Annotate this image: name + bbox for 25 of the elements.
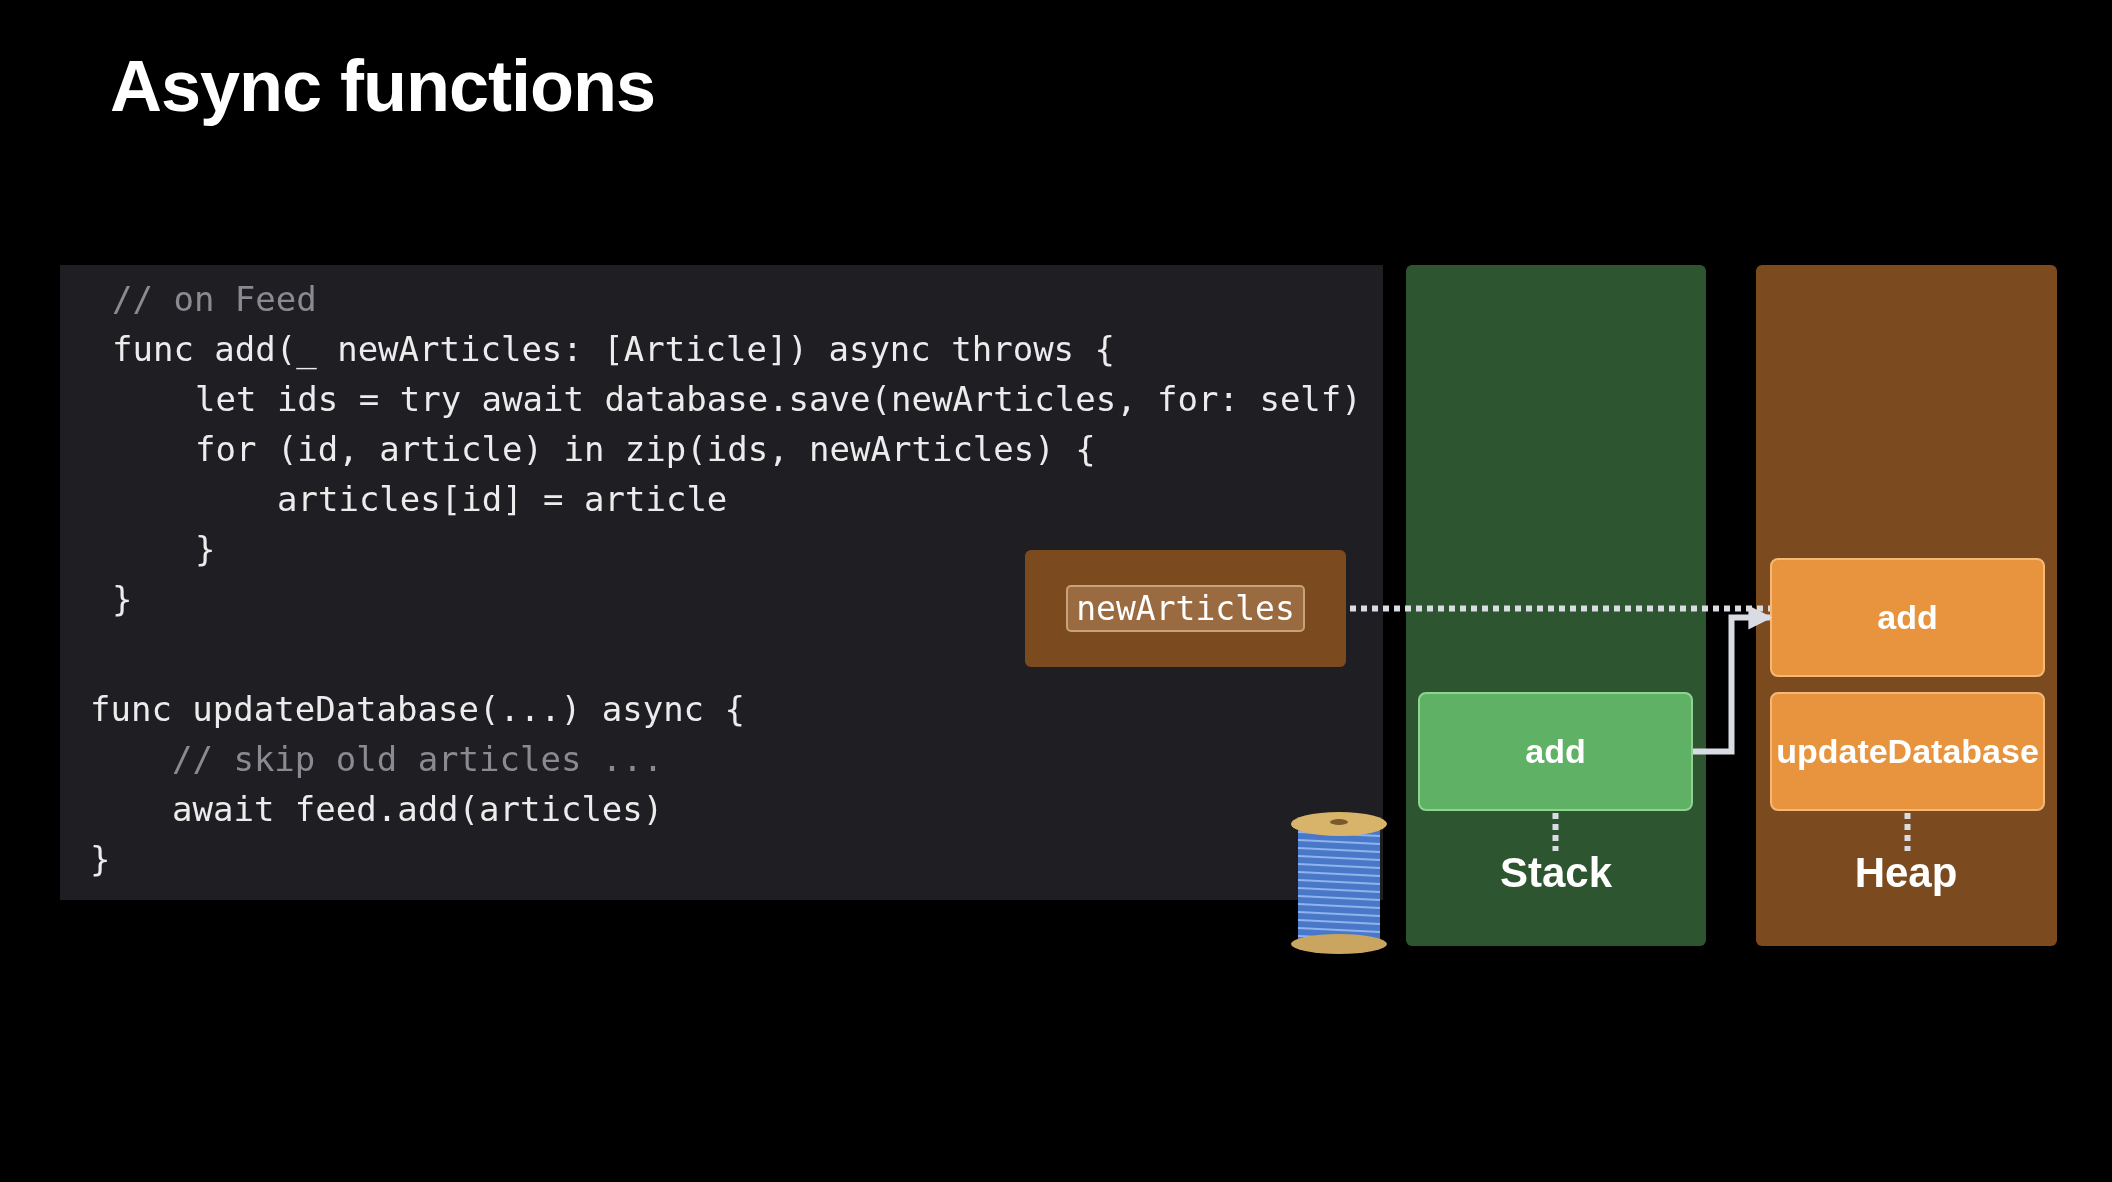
heap-frame: updateDatabase <box>1770 692 2045 811</box>
code-line: articles[id] = article <box>277 478 728 521</box>
column-label: Stack <box>1456 845 1656 901</box>
dotted-connector <box>1552 813 1559 851</box>
arrow <box>1693 605 1773 755</box>
code-line: } <box>195 528 216 571</box>
slide-title: Async functions <box>110 45 656 127</box>
dotted-connector <box>1904 813 1911 851</box>
stack-column <box>1406 265 1706 946</box>
code-line: func add(_ newArticles: [Article]) async throws { <box>112 328 1116 371</box>
code-line: func updateDatabase(...) async { <box>90 688 746 731</box>
code-line: await feed.add(articles) <box>172 788 664 831</box>
code-line: let ids = try await database.save(newArticles, for: self) <box>195 378 1362 421</box>
heap-frame: add <box>1770 558 2045 677</box>
stack-frame: add <box>1418 692 1693 811</box>
dotted-connector <box>1350 605 1770 612</box>
variable-name: newArticles <box>1066 585 1305 632</box>
code-line: } <box>112 578 133 621</box>
code-comment: // skip old articles ... <box>172 738 664 781</box>
code-comment: // on Feed <box>112 278 317 321</box>
code-line: } <box>90 838 111 881</box>
code-line: for (id, article) in zip(ids, newArticles) { <box>195 428 1096 471</box>
heap-column <box>1756 265 2057 946</box>
variable-box <box>1025 550 1346 667</box>
column-label: Heap <box>1806 845 2006 901</box>
